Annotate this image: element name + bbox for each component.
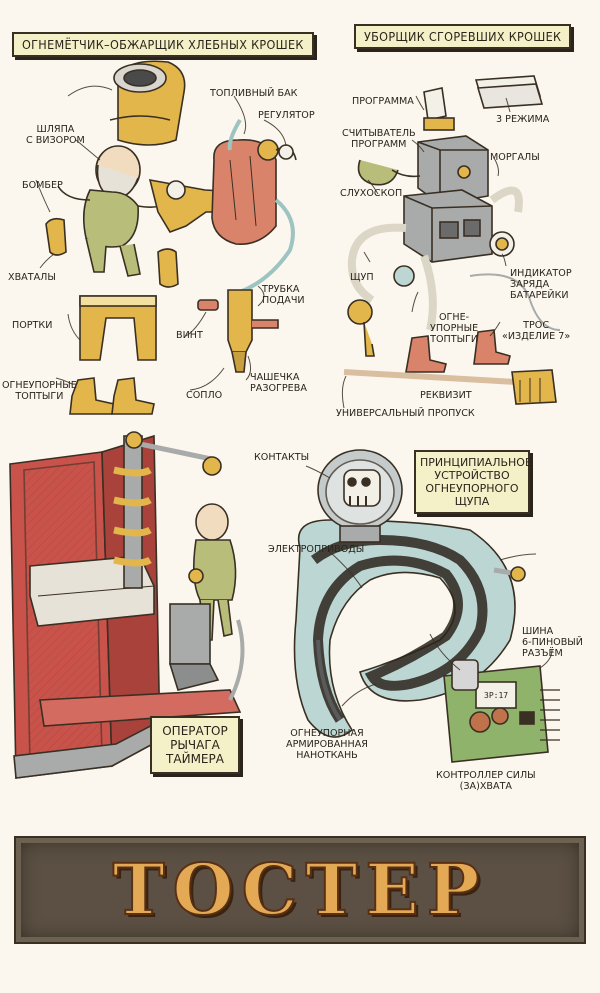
- label-nanofabric-line-3: НАНОТКАНЬ: [296, 750, 358, 761]
- label-cable-line-1: ТРОС: [523, 320, 550, 331]
- label-boots: ОГНЕУПОРНЫЕ ТОПТЫГИ: [2, 380, 77, 402]
- label-probe: ЩУП: [350, 272, 374, 283]
- label-bus-line-1: ШИНА: [522, 626, 554, 637]
- label-controller-line-2: (ЗА)ХВАТА: [459, 781, 512, 792]
- label-bomber: БОМБЕР: [22, 180, 63, 191]
- label-nanofabric-line-1: ОГНЕУПОРНАЯ: [290, 728, 364, 739]
- cleaner-robot: [343, 75, 561, 405]
- label-blinkers: МОРГАЛЫ: [490, 152, 540, 163]
- label-fire-boots-line-2: УПОРНЫЕ: [430, 323, 479, 334]
- operator-note: ОПЕРАТОР РЫЧАГА ТАЙМЕРА: [150, 716, 240, 774]
- label-nanofabric-line-2: АРМИРОВАННАЯ: [286, 739, 368, 750]
- label-screw: ВИНТ: [176, 330, 203, 341]
- toaster-banner: [14, 836, 586, 944]
- label-boots-line-2: ТОПТЫГИ: [15, 391, 64, 402]
- label-fire-boots-line-1: ОГНЕ-: [439, 312, 470, 323]
- label-reader: СЧИТЫВАТЕЛЬ ПРОГРАММ: [342, 128, 416, 150]
- label-pass: УНИВЕРСАЛЬНЫЙ ПРОПУСК: [336, 408, 475, 419]
- label-hat-line-2: С ВИЗОРОМ: [26, 135, 85, 146]
- cleaner-title: УБОРЩИК СГОРЕВШИХ КРОШЕК: [354, 24, 572, 49]
- label-feed-tube: ТРУБКА ПОДАЧИ: [262, 284, 305, 306]
- label-battery-line-3: БАТАРЕЙКИ: [510, 290, 569, 301]
- probe-title-line-1: ПРИНЦИПИАЛЬНОЕ: [420, 456, 532, 469]
- operator-line-1: ОПЕРАТОР: [162, 724, 228, 738]
- label-controller-line-1: КОНТРОЛЛЕР СИЛЫ: [436, 770, 536, 781]
- label-cable-line-2: «ИЗДЕЛИЕ 7»: [502, 331, 571, 342]
- label-reader-line-2: ПРОГРАММ: [351, 139, 407, 150]
- label-bus: ШИНА 6-ПИНОВЫЙ РАЗЪЁМ: [522, 626, 583, 659]
- probe-title-line-4: ЩУПА: [454, 495, 490, 508]
- label-bus-line-2: 6-ПИНОВЫЙ: [522, 637, 583, 648]
- toaster-machine: [9, 431, 245, 779]
- probe-title-line-3: ОГНЕУПОРНОГО: [425, 482, 519, 495]
- label-reader-line-1: СЧИТЫВАТЕЛЬ: [342, 128, 416, 139]
- probe-diagram: [293, 449, 560, 763]
- label-grabbers: ХВАТАЛЫ: [8, 272, 56, 283]
- chip-readout: 3Р:17: [484, 691, 509, 700]
- label-fuel-tank: ТОПЛИВНЫЙ БАК: [210, 88, 298, 99]
- banner-title: ТОСТЕР: [112, 847, 488, 932]
- label-nanofabric: ОГНЕУПОРНАЯ АРМИРОВАННАЯ НАНОТКАНЬ: [286, 728, 368, 761]
- label-battery-line-2: ЗАРЯДА: [510, 279, 550, 290]
- label-modes: 3 РЕЖИМА: [496, 114, 550, 125]
- label-fire-boots-line-3: ТОПТЫГИ: [430, 334, 479, 345]
- label-stethoscope: СЛУХОСКОП: [340, 188, 403, 199]
- label-fire-boots: ОГНЕ- УПОРНЫЕ ТОПТЫГИ: [430, 312, 478, 345]
- label-heat-cup-line-2: РАЗОГРЕВА: [250, 383, 307, 394]
- probe-title-line-2: УСТРОЙСТВО: [434, 469, 510, 482]
- label-boots-line-1: ОГНЕУПОРНЫЕ: [2, 380, 77, 391]
- probe-title: ПРИНЦИПИАЛЬНОЕ УСТРОЙСТВО ОГНЕУПОРНОГО Щ…: [414, 450, 532, 514]
- label-feed-tube-line-2: ПОДАЧИ: [262, 295, 305, 306]
- label-cable: ТРОС «ИЗДЕЛИЕ 7»: [502, 320, 570, 342]
- label-hat-line-1: ШЛЯПА: [36, 124, 75, 135]
- operator-line-3: ТАЙМЕРА: [166, 752, 224, 766]
- label-controller: КОНТРОЛЛЕР СИЛЫ (ЗА)ХВАТА: [436, 770, 536, 792]
- label-bus-line-3: РАЗЪЁМ: [522, 648, 563, 659]
- label-heat-cup-line-1: ЧАШЕЧКА: [250, 372, 300, 383]
- label-props: РЕКВИЗИТ: [420, 390, 472, 401]
- label-hat: ШЛЯПА С ВИЗОРОМ: [26, 124, 85, 146]
- label-contacts: КОНТАКТЫ: [254, 452, 310, 463]
- label-battery-line-1: ИНДИКАТОР: [510, 268, 572, 279]
- label-program: ПРОГРАММА: [352, 96, 414, 107]
- label-battery: ИНДИКАТОР ЗАРЯДА БАТАРЕЙКИ: [510, 268, 572, 301]
- operator-line-2: РЫЧАГА: [170, 738, 220, 752]
- label-pants: ПОРТКИ: [12, 320, 53, 331]
- label-heat-cup: ЧАШЕЧКА РАЗОГРЕВА: [250, 372, 307, 394]
- label-regulator: РЕГУЛЯТОР: [258, 110, 315, 121]
- flamethrower-title: ОГНЕМЁТЧИК–ОБЖАРЩИК ХЛЕБНЫХ КРОШЕК: [12, 32, 314, 57]
- label-nozzle: СОПЛО: [186, 390, 223, 401]
- label-feed-tube-line-1: ТРУБКА: [262, 284, 300, 295]
- label-actuators: ЭЛЕКТРОПРИВОДЫ: [268, 544, 365, 555]
- flamethrower-figure: [45, 60, 297, 415]
